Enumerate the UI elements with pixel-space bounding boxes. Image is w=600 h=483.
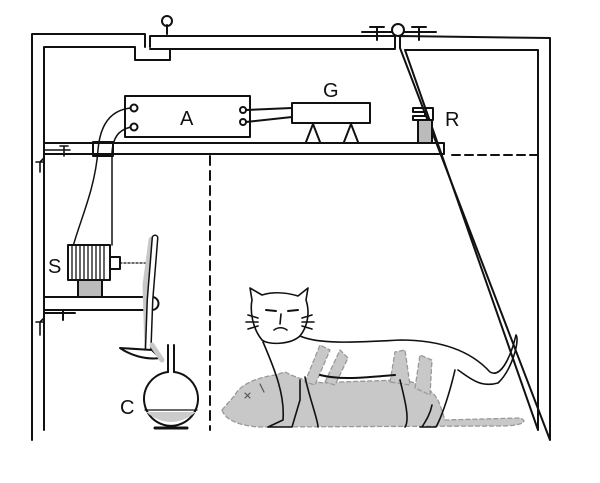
poison-flask bbox=[143, 344, 199, 430]
bracket-icon bbox=[35, 145, 71, 173]
dead-cat-eyes-icon bbox=[244, 383, 265, 399]
solenoid bbox=[67, 244, 149, 298]
label-c: C bbox=[120, 397, 134, 419]
dead-cat-ghost bbox=[221, 344, 525, 428]
hinge-icon bbox=[361, 23, 437, 41]
amplifier-box bbox=[124, 95, 293, 138]
label-s: S bbox=[48, 256, 61, 278]
label-r: R bbox=[445, 109, 459, 131]
live-cat bbox=[245, 287, 518, 428]
radioactive-source-icon bbox=[412, 107, 434, 144]
label-g: G bbox=[323, 80, 339, 102]
lever-arm bbox=[35, 296, 160, 336]
shelf bbox=[43, 142, 539, 156]
label-a: A bbox=[180, 108, 194, 130]
lid-knob-icon bbox=[161, 15, 173, 35]
hammer bbox=[119, 234, 165, 363]
geiger-counter bbox=[291, 102, 371, 143]
wires bbox=[71, 107, 132, 251]
outer-box bbox=[31, 33, 551, 441]
